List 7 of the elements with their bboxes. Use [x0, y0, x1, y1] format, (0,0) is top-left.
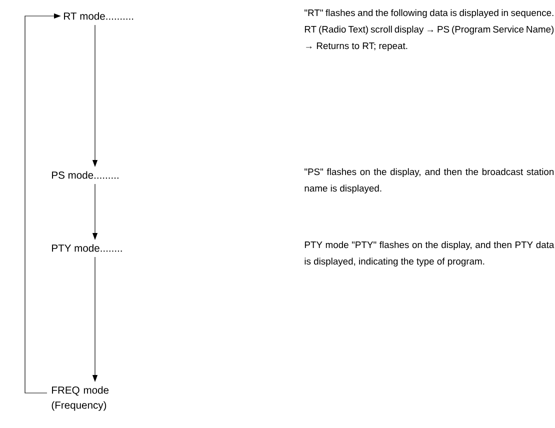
- mode-label: FREQ mode (Frequency): [52, 386, 109, 411]
- description-text: "RT" flashes and the following data is displayed in sequence. RT (Radio Text) scroll display → PS (Program Service Name) → Returns to RT; repeat.: [304, 9, 554, 51]
- description-text: PTY mode "PTY" flashes on the display, and then PTY data is displayed, indicating the type of program.: [304, 241, 554, 266]
- mode-label: RT mode..........: [64, 12, 134, 20]
- mode-label: PTY mode........: [52, 244, 122, 252]
- description-text: "PS" flashes on the display, and then the broadcast station name is displayed.: [304, 168, 554, 194]
- mode-label: PS mode.........: [52, 171, 118, 179]
